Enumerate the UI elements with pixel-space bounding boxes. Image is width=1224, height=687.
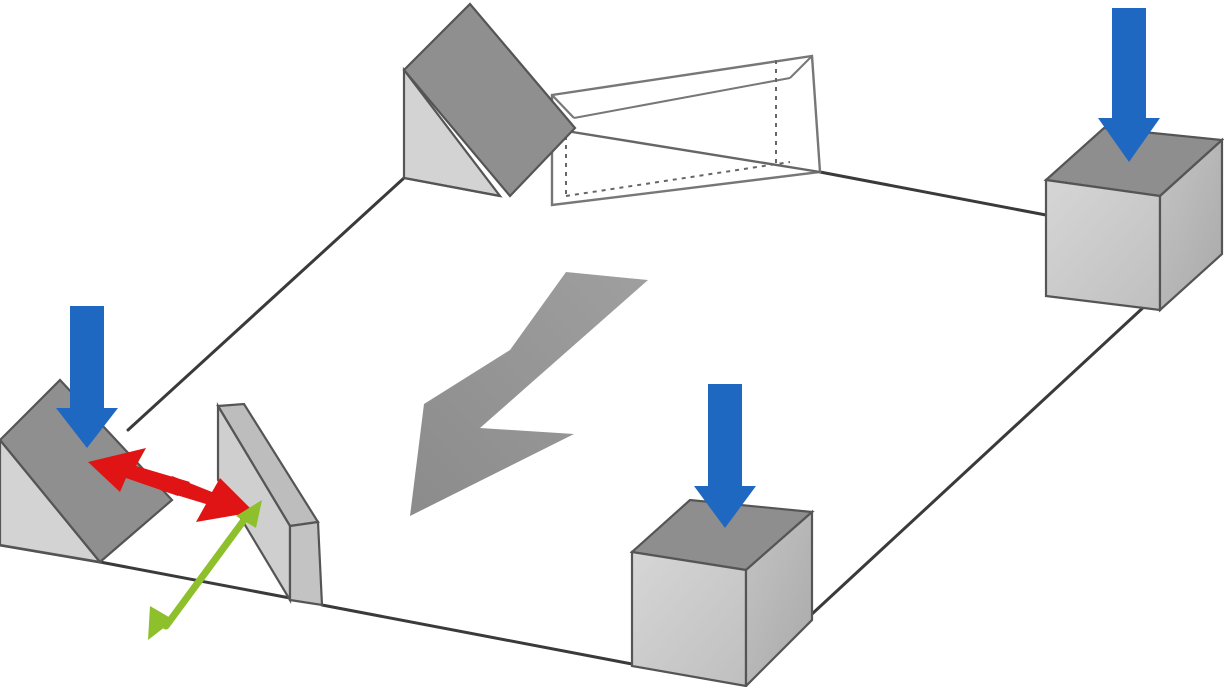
load-arrow-left — [56, 306, 118, 448]
load-arrow-bottom — [694, 384, 756, 528]
plate-back-edge — [818, 170, 1048, 217]
ghost-block — [550, 54, 822, 207]
plate-left-edge — [126, 176, 406, 432]
left-wedge — [0, 378, 174, 564]
plate-front-edge-a — [98, 560, 292, 600]
base-plate — [0, 170, 1148, 666]
plate-right-edge — [810, 303, 1148, 616]
right-cube-front — [1044, 178, 1162, 312]
normal-arrow-icon — [148, 500, 262, 640]
top-wedge — [402, 2, 577, 198]
plate-front-edge-b — [320, 603, 634, 666]
motion-arrow-icon — [410, 272, 648, 516]
load-arrow-right — [1098, 8, 1160, 162]
bottom-cube-side — [744, 509, 814, 687]
bottom-cube-front — [630, 550, 748, 687]
clamp-plate — [216, 402, 324, 607]
right-cube-side — [1158, 137, 1224, 313]
right-cube — [1043, 126, 1224, 313]
contact-arrow-icon — [88, 448, 254, 522]
bottom-cube — [629, 498, 815, 687]
